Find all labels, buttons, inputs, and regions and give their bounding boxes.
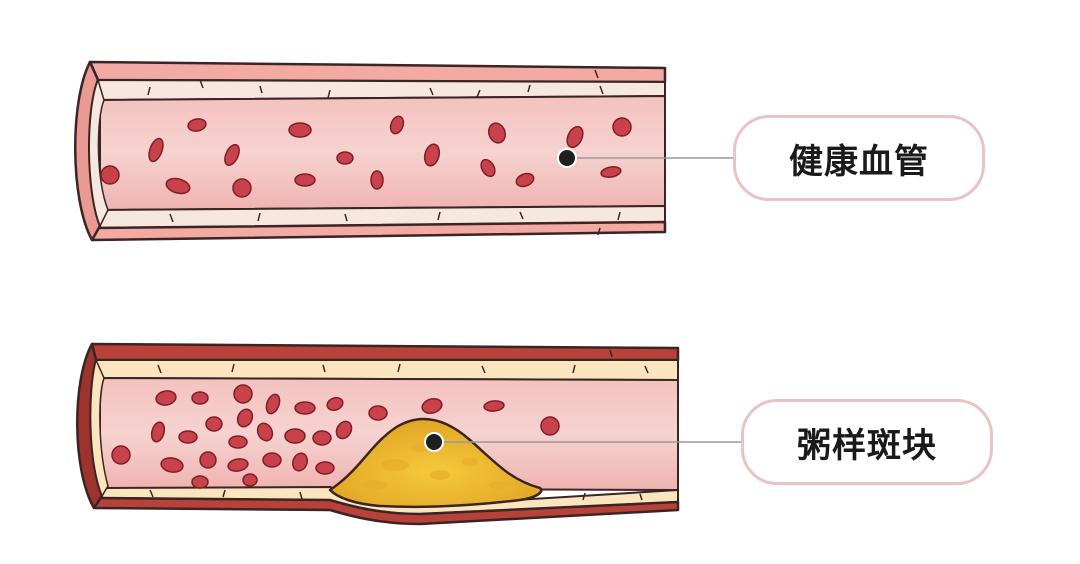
healthy-vessel <box>74 60 733 242</box>
plaque-texture <box>363 444 511 490</box>
healthy-vessel-label: 健康血管 <box>733 115 985 201</box>
atherosclerotic-plaque-label: 粥样斑块 <box>741 399 993 485</box>
healthy-vessel-outer-wall-top <box>88 60 667 84</box>
plaque-vessel-outer-wall-top <box>90 342 680 362</box>
plaque-vessel <box>76 342 741 526</box>
plaque-pointer-dot <box>424 432 444 452</box>
plaque-vessel-outer-wall-bottom <box>92 496 680 526</box>
plaque-vessel-inner-layer-top <box>94 359 679 382</box>
healthy-wall-texture <box>147 69 621 236</box>
plaque-red-blood-cells <box>111 384 560 489</box>
plaque-wall-texture <box>149 349 649 501</box>
healthy-red-blood-cells <box>100 115 632 198</box>
healthy-pointer-dot <box>557 148 577 168</box>
